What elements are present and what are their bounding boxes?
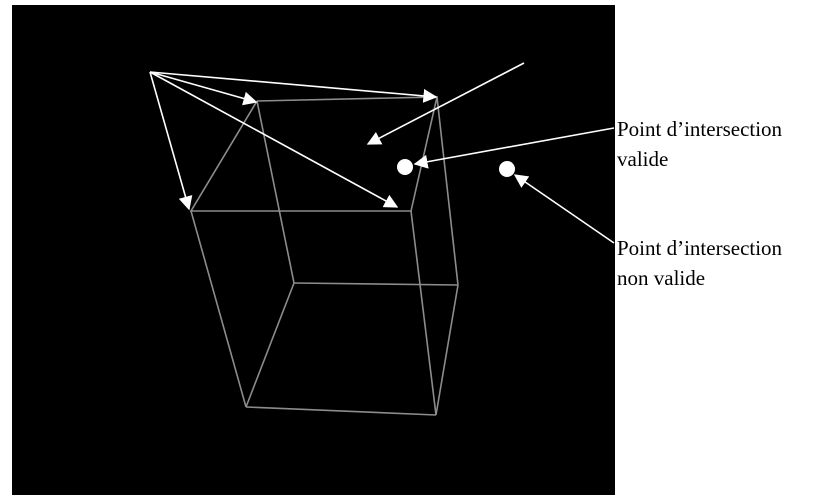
invalid-intersection-point <box>499 161 515 177</box>
invalid-point-label-line1: Point d’intersection <box>617 236 783 260</box>
cube-edge <box>435 284 459 416</box>
cube-edge <box>293 282 459 286</box>
wireframe-cube <box>189 96 459 416</box>
coins-label: Coins <box>82 45 131 69</box>
arrow-coins-corner-3 <box>149 71 193 211</box>
arrow-coins-corner-2 <box>149 71 438 103</box>
arrow-plan <box>366 62 525 145</box>
cube-edge <box>245 282 295 408</box>
valid-point-label-line1: Point d’intersection <box>617 117 783 141</box>
valid-point-label-line2: valide <box>617 147 668 171</box>
valid-intersection-point <box>397 159 413 175</box>
cube-edge <box>256 100 295 284</box>
arrow-coins-corner-1 <box>149 71 258 106</box>
cube-edge <box>410 210 437 416</box>
arrow-coins-corner-4 <box>149 71 399 208</box>
arrow-invalid-point <box>513 174 615 244</box>
cube-edge <box>436 96 459 286</box>
annotation-arrows <box>149 62 615 244</box>
plan-label: Plan <box>531 43 569 67</box>
cube-edge <box>190 210 247 408</box>
cube-edge <box>245 406 437 416</box>
invalid-point-label-line2: non valide <box>617 266 705 290</box>
render-viewport <box>12 5 615 495</box>
arrow-valid-point <box>413 127 615 169</box>
